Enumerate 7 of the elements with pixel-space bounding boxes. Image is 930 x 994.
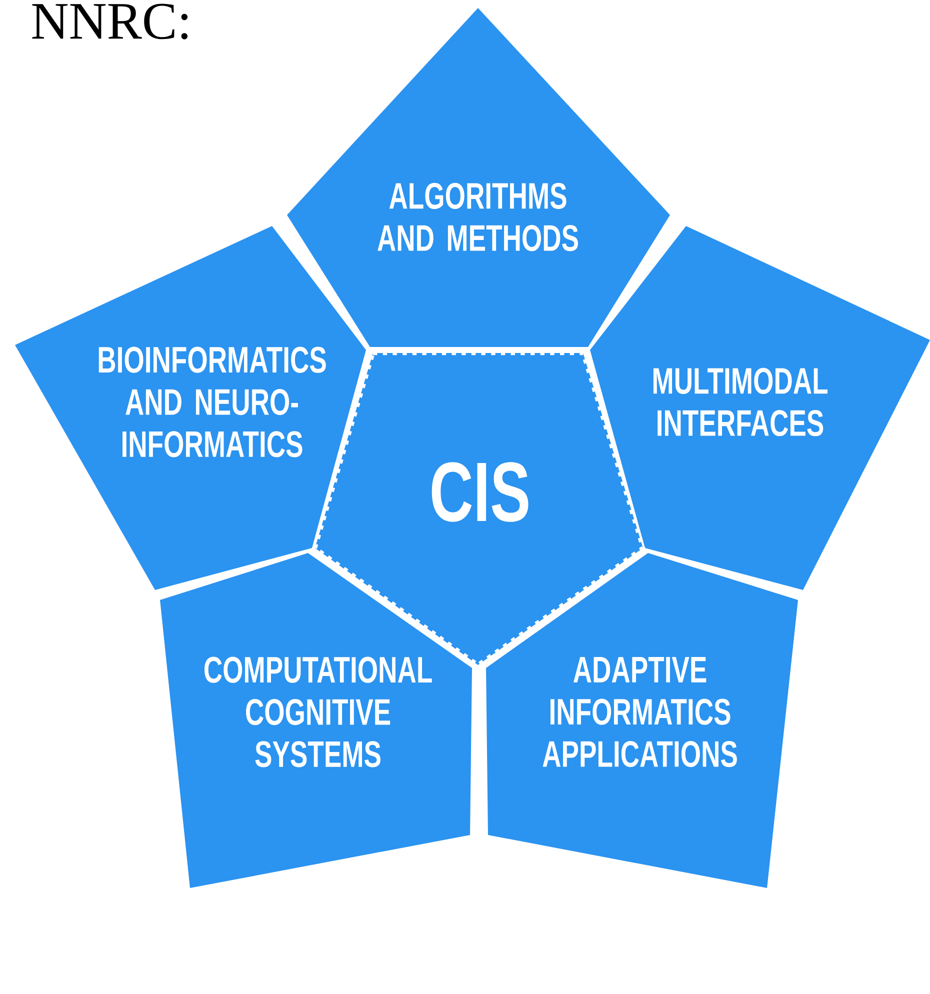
pentagon-segment: BIOINFORMATICS AND NEURO-INFORMATICS	[15, 226, 366, 590]
heading: NNRC:	[32, 4, 188, 40]
pentagon-segment: ADAPTIVE INFORMATICS APPLICATIONS	[486, 553, 798, 888]
pentagon-segment: ALGORITHMS AND METHODS	[287, 8, 670, 347]
pentagon-segment: COMPUTATIONAL COGNITIVE SYSTEMS	[160, 553, 472, 888]
pentagon-segment: MULTIMODAL INTERFACES	[590, 226, 930, 590]
node-label: MULTIMODAL INTERFACES	[653, 368, 828, 436]
